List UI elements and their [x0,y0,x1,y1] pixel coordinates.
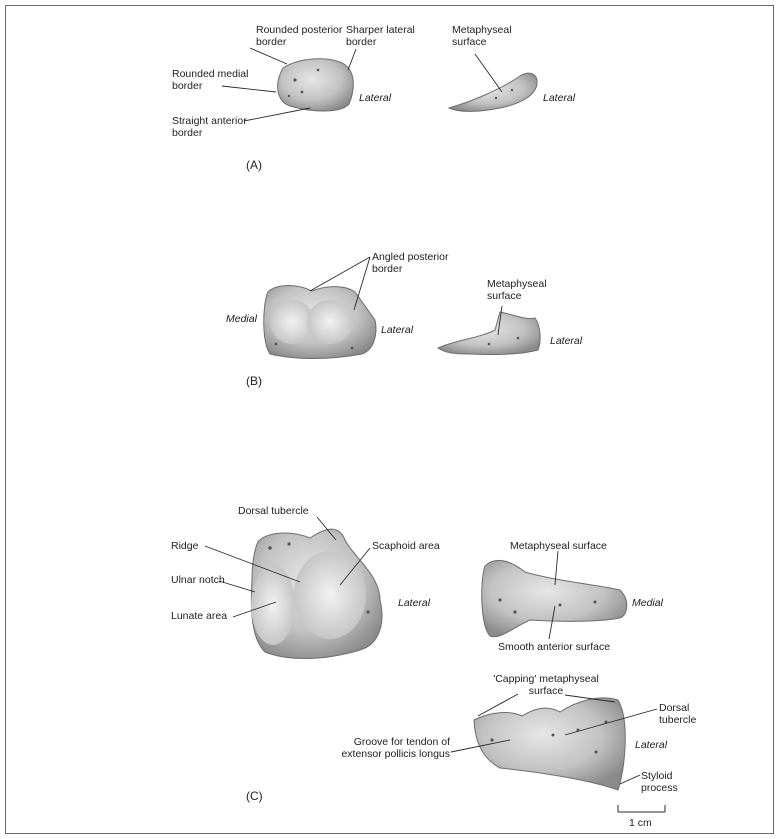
leader [620,775,640,784]
panel-label-c: (C) [246,789,263,803]
label-rounded-posterior-border: Rounded posterior border [256,24,342,48]
pore [490,738,493,741]
label-groove-tendon: Groove for tendon of extensor pollicis l… [300,736,450,760]
panel-label-a: (A) [246,158,262,172]
scale-bar-label: 1 cm [629,817,652,829]
pore [495,97,497,99]
label-medial-c: Medial [632,597,663,609]
panel-label-b: (B) [246,374,262,388]
label-lateral-b-right: Lateral [550,335,582,347]
pore [268,546,272,550]
facet [294,551,366,639]
bone-a-articular [278,59,354,111]
bone-b-metaphyseal [438,312,540,355]
leader [475,54,502,92]
label-styloid-process: Styloid process [641,770,678,794]
label-metaphyseal-surface-c: Metaphyseal surface [510,540,607,552]
scale-bar [618,805,665,812]
label-angled-posterior-border: Angled posterior border [372,251,448,275]
pore [301,91,304,94]
label-ridge: Ridge [171,540,198,552]
leader [348,49,356,70]
pore [293,78,296,81]
label-medial-b: Medial [226,313,257,325]
pore [511,89,513,91]
label-smooth-anterior-surface: Smooth anterior surface [498,641,610,653]
leader [244,108,310,121]
pore [594,601,597,604]
label-lateral-c-left: Lateral [398,597,430,609]
label-dorsal-tubercle: Dorsal tubercle [238,505,309,517]
pore [517,337,520,340]
label-lunate-area: Lunate area [171,610,227,622]
label-lateral-c-bottom: Lateral [635,739,667,751]
label-scaphoid-area: Scaphoid area [372,540,440,552]
bone-c-lateral-view [474,698,625,790]
facet [251,565,295,645]
label-capping-metaphyseal-surface: 'Capping' metaphyseal surface [486,673,606,697]
pore [498,598,501,601]
label-lateral-a-right: Lateral [543,92,575,104]
pore [275,343,278,346]
pore [366,610,369,613]
pore [317,69,320,72]
pore [287,542,290,545]
pore [513,610,516,613]
label-metaphyseal-surface-b: Metaphyseal surface [487,278,547,302]
label-rounded-medial-border: Rounded medial border [172,68,248,92]
pore [488,343,491,346]
label-dorsal-tubercle-2: Dorsal tubercle [659,702,696,726]
label-sharper-lateral-border: Sharper lateral border [346,24,415,48]
pore [595,751,598,754]
pore [351,347,354,350]
label-lateral-a-left: Lateral [359,92,391,104]
leader [250,48,287,64]
pore [288,95,290,97]
label-ulnar-notch: Ulnar notch [171,574,225,586]
label-metaphyseal-surface-a: Metaphyseal surface [452,24,512,48]
label-lateral-b-left: Lateral [381,324,413,336]
bone-c-metaphyseal [482,560,627,636]
facet [307,300,353,344]
label-straight-anterior-border: Straight anterior border [172,115,247,139]
pore [559,604,562,607]
pore [552,734,555,737]
